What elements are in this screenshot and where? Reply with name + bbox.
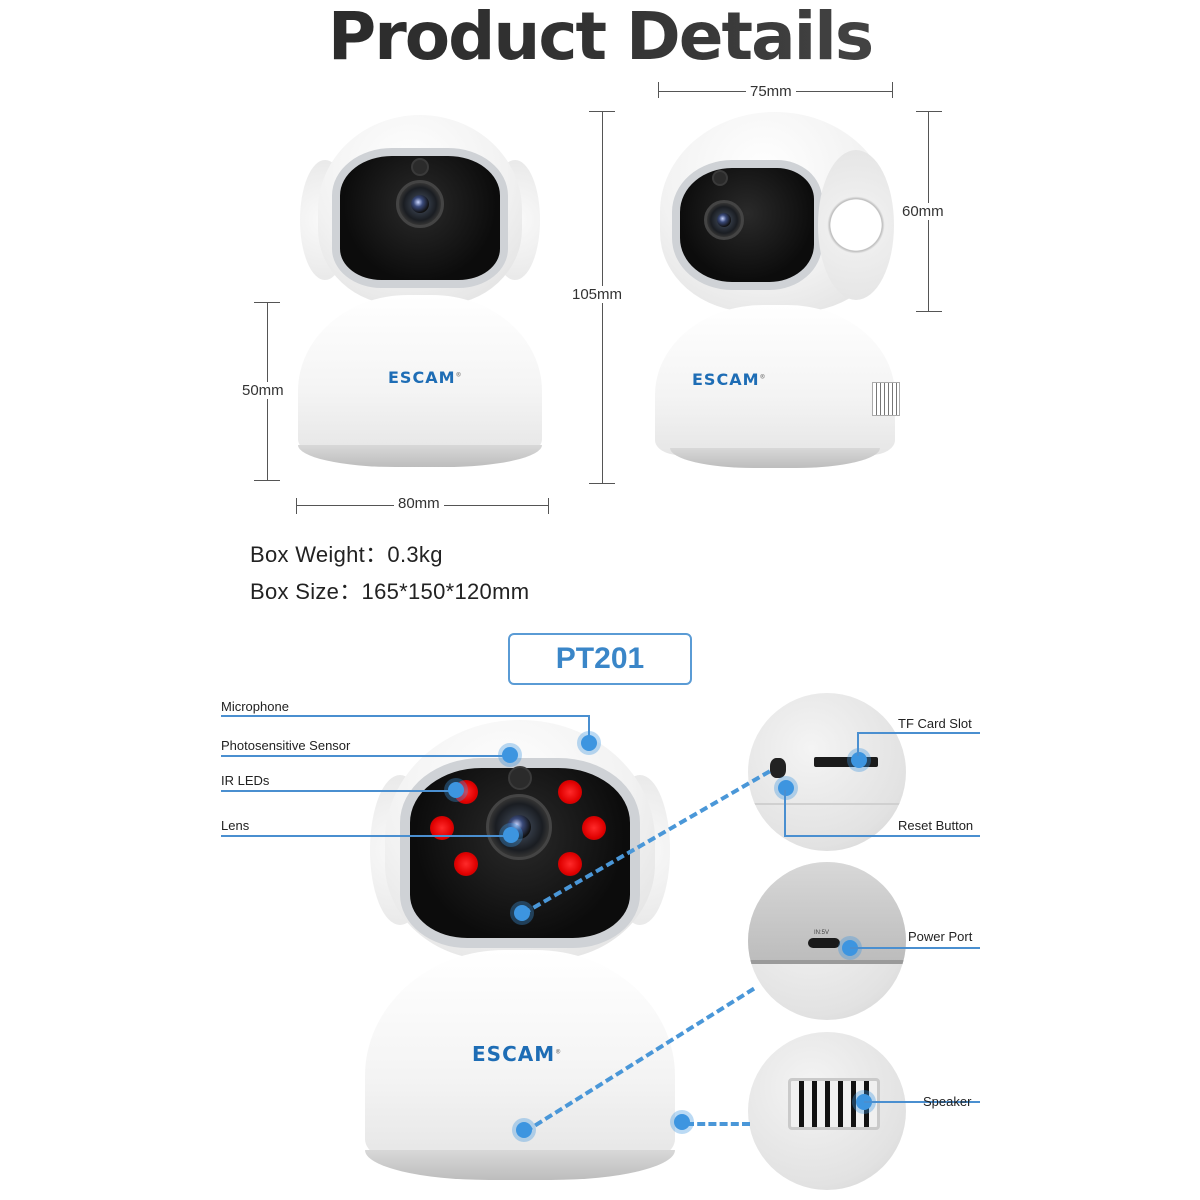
connector-anchor [674,1114,690,1130]
ir-led-icon [558,852,582,876]
photosensor-icon-annotated [508,766,532,790]
tf-card-marker [851,752,867,768]
photosensor-side-icon [712,170,728,186]
side-vent-icon [872,382,900,416]
usb-port-icon [808,938,840,948]
microphone-marker [581,735,597,751]
spec-box-weight: Box Weight：0.3kg [250,542,443,567]
brand-logo: ESCAM® [388,368,463,387]
connector-anchor [514,905,530,921]
model-badge: PT201 [508,633,692,685]
lens-icon [396,180,444,228]
camera-base-side [655,305,895,455]
callout-photosensitive-sensor: Photosensitive Sensor [221,738,351,753]
lens-marker [503,827,519,843]
callout-microphone: Microphone [221,699,289,714]
lens-icon-annotated [486,794,552,860]
brand-logo-side: ESCAM® [692,370,767,389]
camera-foot [298,445,542,467]
callout-ir-leds: IR LEDs [221,773,270,788]
callout-reset-button: Reset Button [898,818,974,833]
ir-led-icon [582,816,606,840]
callout-lens: Lens [221,818,250,833]
brand-logo-annotated: ESCAM® [472,1042,563,1066]
photosensor-icon [411,158,429,176]
speaker-grille-icon [788,1078,880,1130]
detail-tf-card-reset [748,693,906,851]
camera-base [298,295,542,455]
lens-side-icon [704,200,744,240]
reset-hole-icon [770,758,786,778]
front-camera-image: ESCAM® [290,110,550,480]
page-title: Product Details [0,0,1200,75]
callout-power-port: Power Port [908,929,973,944]
detail-speaker [748,1032,906,1190]
side-speaker-ear [818,150,894,300]
dim-total-height: 105mm [568,286,627,303]
ir-led-icon [454,852,478,876]
side-camera-image: ESCAM® [650,110,910,480]
callout-speaker: Speaker [923,1094,972,1109]
detail-power-port: IN:5V [748,862,906,1020]
reset-button-marker [778,780,794,796]
ir-led-icon [558,780,582,804]
dim-side-width: 75mm [746,83,796,100]
connector-anchor [516,1122,532,1138]
photosensor-marker [502,747,518,763]
ir-leds-marker [448,782,464,798]
port-marking: IN:5V [814,930,830,936]
dim-base-height: 50mm [238,382,288,399]
tf-card-slot-icon [814,757,878,767]
dim-head-height: 60mm [898,203,948,220]
spec-box-size: Box Size：165*150*120mm [250,579,530,604]
camera-foot-side [670,448,880,468]
camera-face-side [672,160,822,290]
connector-speaker [686,1122,750,1126]
callout-tf-card-slot: TF Card Slot [898,716,972,731]
dim-front-width: 80mm [394,495,444,512]
